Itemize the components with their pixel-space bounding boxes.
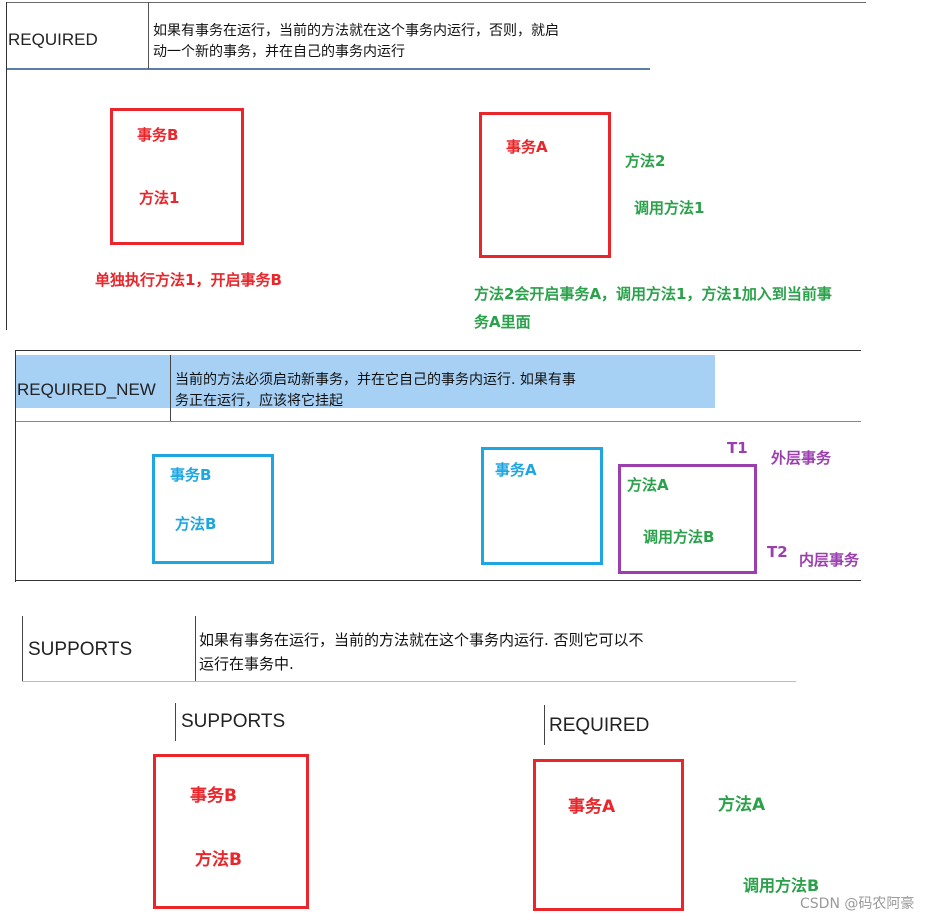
table-top-border [15,350,861,351]
mode-description-line1: 如果有事务在运行，当前的方法就在这个事务内运行. 否则它可以不 [199,631,644,649]
transaction-b-box [110,108,244,245]
mode-description-line1: 当前的方法必须启动新事务，并在它自己的事务内运行. 如果有事 [175,372,576,388]
csdn-watermark: CSDN @码农阿豪 [800,896,915,912]
supports-label: SUPPORTS [181,711,286,732]
method-b-label: 方法B [195,850,242,870]
transaction-b-title: 事务B [190,786,237,806]
right-caption-line2: 务A里面 [474,313,531,331]
transaction-a-title: 事务A [495,461,537,479]
required-label: REQUIRED [549,715,650,736]
transaction-b-title: 事务B [170,466,212,484]
mode-description-line2: 动一个新的事务，并在自己的事务内运行 [153,44,405,60]
section2-left-edge [15,350,16,582]
outer-transaction-label: 外层事务 [771,449,832,467]
table-divider [195,616,196,682]
transaction-b-box [153,754,309,909]
transaction-a-box [479,112,611,258]
call-method-1-label: 调用方法1 [634,199,705,217]
header-row-background [15,355,715,408]
right-caption-line1: 方法2会开启事务A，调用方法1，方法1加入到当前事 [474,285,832,303]
call-method-b-label: 调用方法B [643,528,715,546]
supports-label-bar [175,703,176,741]
transaction-b-box [152,454,274,564]
mode-label: REQUIRED [8,30,98,49]
t2-label: T2 [767,543,788,561]
section1-left-edge [6,2,7,330]
mode-label: REQUIRED_NEW [17,380,156,399]
required-label-bar [544,705,545,745]
table-divider [148,2,149,69]
transaction-a-box [533,759,684,911]
table-left-border [22,616,23,682]
mode-description-line1: 如果有事务在运行，当前的方法就在这个事务内运行，否则，就启 [153,23,559,39]
method-2-label: 方法2 [625,152,666,170]
mode-description-line2: 务正在运行，应该将它挂起 [175,393,343,409]
method-b-label: 方法B [175,515,217,533]
method-a-label: 方法A [627,476,669,494]
table-bottom-border [6,68,650,70]
left-caption: 单独执行方法1，开启事务B [95,271,282,289]
transaction-a-title: 事务A [506,138,548,156]
method-a-label: 方法A [718,795,766,815]
inner-transaction-label: 内层事务 [799,551,860,569]
section-required: REQUIRED 如果有事务在运行，当前的方法就在这个事务内运行，否则，就启 动… [6,0,866,331]
call-method-b-label: 调用方法B [743,876,820,895]
table-divider [170,355,171,422]
section-required-new: REQUIRED_NEW 当前的方法必须启动新事务，并在它自己的事务内运行. 如… [15,350,861,582]
t1-label: T1 [727,439,748,457]
table-bottom-border [15,421,861,422]
mode-label: SUPPORTS [28,639,133,660]
transaction-b-title: 事务B [137,126,179,144]
section-supports: SUPPORTS 如果有事务在运行，当前的方法就在这个事务内运行. 否则它可以不… [22,612,798,684]
section2-bottom-border [15,580,861,581]
transaction-a-box [481,447,603,565]
method-1-label: 方法1 [139,189,180,207]
table-bottom-border [22,681,796,682]
table-top-border [6,2,866,3]
mode-description-line2: 运行在事务中. [199,655,294,673]
transaction-a-title: 事务A [568,797,616,817]
inner-transaction-box [618,464,757,574]
